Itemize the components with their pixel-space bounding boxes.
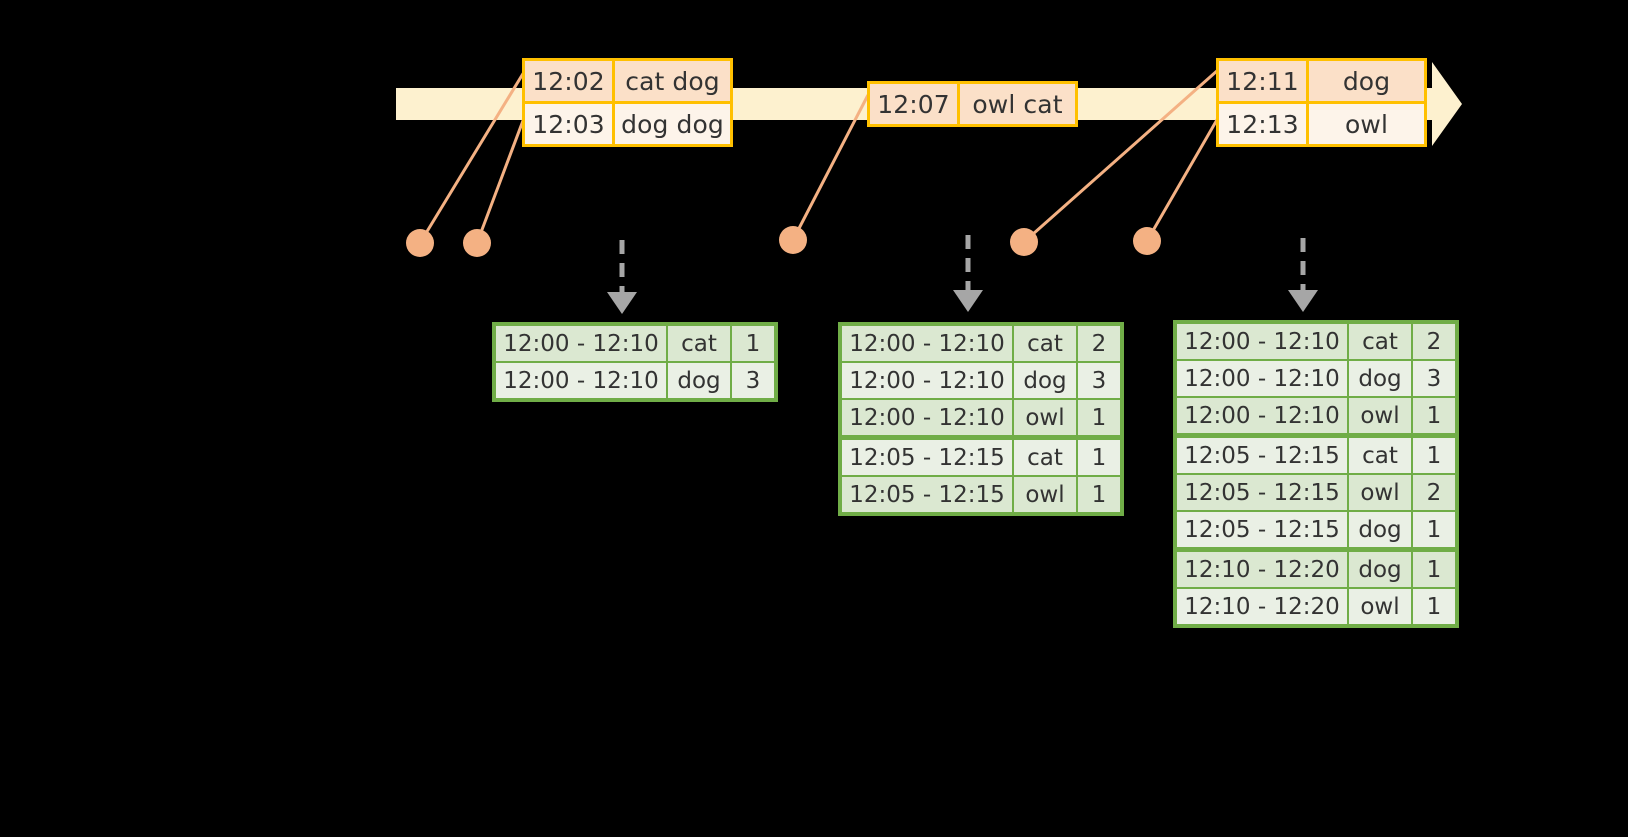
- cell-count: 1: [1413, 398, 1455, 433]
- cell-range: 12:10 - 12:20: [1177, 552, 1347, 587]
- cell-count: 1: [1078, 400, 1120, 435]
- cell-count: 1: [1413, 589, 1455, 624]
- cell-range: 12:05 - 12:15: [1177, 438, 1347, 473]
- event-words: owl: [1309, 104, 1424, 144]
- event-time: 12:03: [525, 104, 615, 144]
- cell-range: 12:10 - 12:20: [1177, 589, 1347, 624]
- cell-word: dog: [1349, 512, 1411, 547]
- dot-12-13-icon: [1133, 227, 1161, 255]
- cell-range: 12:00 - 12:10: [1177, 324, 1347, 359]
- connector-12-03-icon: [475, 117, 526, 244]
- event-words: dog dog: [615, 104, 730, 144]
- cell-range: 12:00 - 12:10: [496, 326, 666, 361]
- dot-12-07-icon: [779, 226, 807, 254]
- event-time: 12:13: [1219, 104, 1309, 144]
- down-arrow-2-icon: [953, 235, 983, 312]
- connector-12-13-icon: [1145, 117, 1220, 242]
- cell-word: cat: [1349, 324, 1411, 359]
- dot-12-11-icon: [1010, 228, 1038, 256]
- cell-range: 12:05 - 12:15: [842, 477, 1012, 512]
- cell-range: 12:05 - 12:15: [842, 440, 1012, 475]
- cell-range: 12:00 - 12:10: [1177, 361, 1347, 396]
- event-dots: [406, 226, 1161, 257]
- cell-word: owl: [1014, 400, 1076, 435]
- cell-range: 12:05 - 12:15: [1177, 512, 1347, 547]
- cell-word: cat: [1349, 438, 1411, 473]
- event-time: 12:07: [870, 84, 960, 124]
- event-words: owl cat: [960, 84, 1075, 124]
- cell-word: cat: [1014, 326, 1076, 361]
- cell-range: 12:05 - 12:15: [1177, 475, 1347, 510]
- down-arrows: [607, 235, 1318, 314]
- cell-word: owl: [1349, 475, 1411, 510]
- down-arrow-3-icon: [1288, 238, 1318, 312]
- dot-12-02-icon: [406, 229, 434, 257]
- cell-count: 1: [1078, 440, 1120, 475]
- event-time: 12:11: [1219, 61, 1309, 101]
- cell-word: owl: [1349, 398, 1411, 433]
- cell-word: cat: [668, 326, 730, 361]
- cell-word: dog: [1349, 361, 1411, 396]
- event-words: cat dog: [615, 61, 730, 101]
- cell-count: 2: [1413, 324, 1455, 359]
- cell-word: cat: [1014, 440, 1076, 475]
- cell-count: 3: [1413, 361, 1455, 396]
- connector-12-02-icon: [418, 71, 526, 244]
- cell-range: 12:00 - 12:10: [1177, 398, 1347, 433]
- down-arrow-1-icon: [607, 240, 637, 314]
- cell-count: 3: [732, 363, 774, 398]
- cell-count: 2: [1413, 475, 1455, 510]
- cell-range: 12:00 - 12:10: [496, 363, 666, 398]
- cell-word: dog: [668, 363, 730, 398]
- cell-count: 2: [1078, 326, 1120, 361]
- cell-count: 1: [732, 326, 774, 361]
- connector-12-07-icon: [791, 94, 870, 241]
- cell-count: 1: [1413, 552, 1455, 587]
- event-words: dog: [1309, 61, 1424, 101]
- cell-count: 1: [1413, 438, 1455, 473]
- dot-12-03-icon: [463, 229, 491, 257]
- cell-range: 12:00 - 12:10: [842, 326, 1012, 361]
- event-time: 12:02: [525, 61, 615, 101]
- cell-count: 3: [1078, 363, 1120, 398]
- cell-word: dog: [1014, 363, 1076, 398]
- cell-range: 12:00 - 12:10: [842, 363, 1012, 398]
- cell-count: 1: [1078, 477, 1120, 512]
- cell-word: owl: [1349, 589, 1411, 624]
- cell-word: dog: [1349, 552, 1411, 587]
- cell-word: owl: [1014, 477, 1076, 512]
- cell-count: 1: [1413, 512, 1455, 547]
- cell-range: 12:00 - 12:10: [842, 400, 1012, 435]
